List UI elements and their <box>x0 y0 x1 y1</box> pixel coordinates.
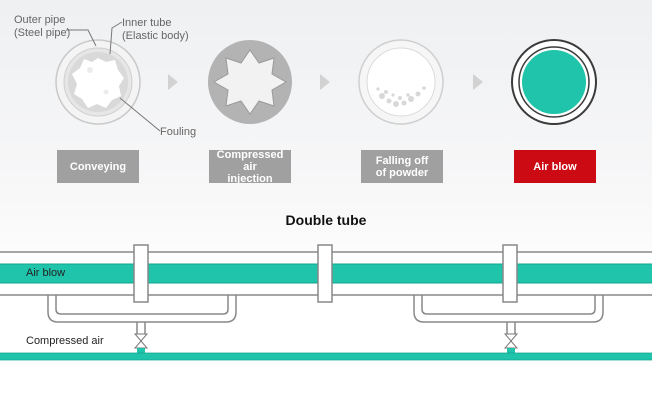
cross-section-conveying <box>55 39 141 125</box>
compressed-air-label: Compressed air <box>26 335 104 347</box>
outer-pipe-label: Outer pipe (Steel pipe) <box>14 14 70 40</box>
air-blow-label: Air blow <box>26 267 66 279</box>
step-air-blow-line1: Air blow <box>533 160 577 173</box>
fouling-label: Fouling <box>160 126 197 138</box>
arrow-icon <box>320 74 330 90</box>
cross-section-air-blow <box>511 39 597 125</box>
cross-section-compressed-air <box>208 40 292 124</box>
outer-pipe-label-line2: (Steel pipe) <box>14 27 71 39</box>
arrow-icon <box>473 74 483 90</box>
inner-tube-label-line2: (Elastic body) <box>122 30 189 42</box>
step-conveying: Conveying <box>57 150 139 183</box>
step-falling-off-line1: Falling off <box>375 154 429 167</box>
compressed-air-line <box>0 353 652 360</box>
inner-tube-label-line1: Inner tube <box>122 17 172 29</box>
step-compressed-air-line1: Compressed air <box>216 148 284 173</box>
inner-tube-label: Inner tube (Elastic body) <box>122 17 189 43</box>
cross-section-falling-powder <box>358 39 444 125</box>
step-compressed-air-injection: Compressed air injection <box>209 148 291 185</box>
flange <box>317 244 333 303</box>
double-tube-title: Double tube <box>285 212 367 228</box>
leader-lines <box>66 21 161 132</box>
step-falling-off-line2: of powder <box>375 166 429 179</box>
flange <box>133 244 149 303</box>
outer-pipe-label-line1: Outer pipe <box>14 14 66 26</box>
step-air-blow: Air blow <box>514 150 596 183</box>
double-tube-schematic <box>0 244 652 361</box>
flange <box>502 244 518 303</box>
step-falling-off-powder: Falling off of powder <box>361 150 443 183</box>
arrow-icon <box>168 74 178 90</box>
step-compressed-air-line2: injection <box>227 172 273 185</box>
step-conveying-line1: Conveying <box>69 160 127 173</box>
